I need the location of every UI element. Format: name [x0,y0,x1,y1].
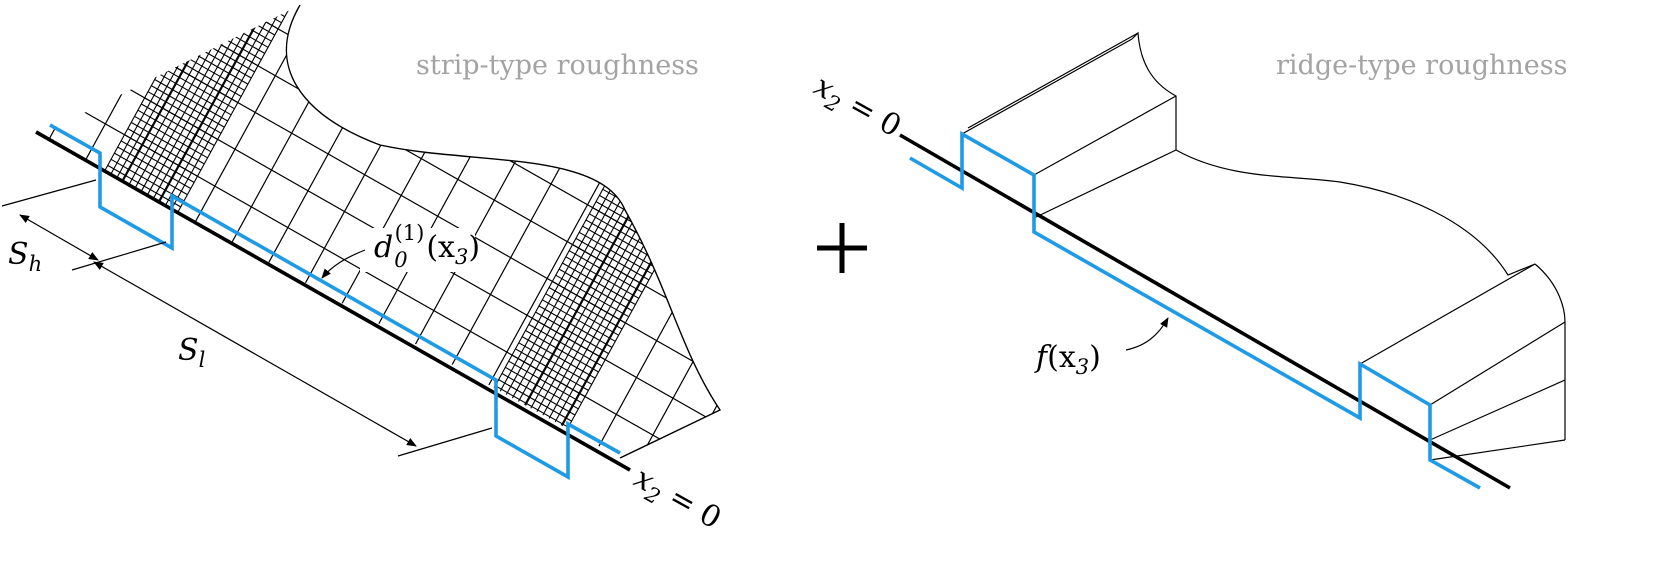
plus-operator [817,223,867,273]
sh-dimension-arrow [19,214,99,261]
d0-arrow [321,249,366,279]
strip-type-caption: strip-type roughness [416,50,699,81]
ridge-type-panel: ridge-type roughness f(x3) x2 = 0 [806,31,1567,490]
dense-roughness-strip [103,5,380,214]
sl-dimension-arrow [93,261,417,447]
x2-zero-label-left: x2 = 0 [626,460,727,539]
surface-grid [40,5,720,458]
surface-outline [285,4,722,459]
x2-zero-label-right: x2 = 0 [806,68,907,147]
strip-type-panel: strip-type roughness Sh Sl d0(1)(x3) x2 … [1,4,727,539]
f-label: f(x3) [1034,340,1101,379]
x2-zero-line-right [899,133,1511,490]
sh-label: Sh [8,237,42,276]
ridge-roughness-profile [909,130,1481,490]
x2-zero-line [35,130,631,472]
ridge-surface [961,31,1566,461]
dense-roughness-strip [491,23,720,434]
f-arrow [1125,317,1169,351]
d0-label: d0(1)(x3) [374,221,480,272]
sl-label: Sl [178,333,205,372]
coarse-grid [40,5,720,458]
dimension-markers [1,179,493,457]
ridge-type-caption: ridge-type roughness [1276,50,1567,81]
